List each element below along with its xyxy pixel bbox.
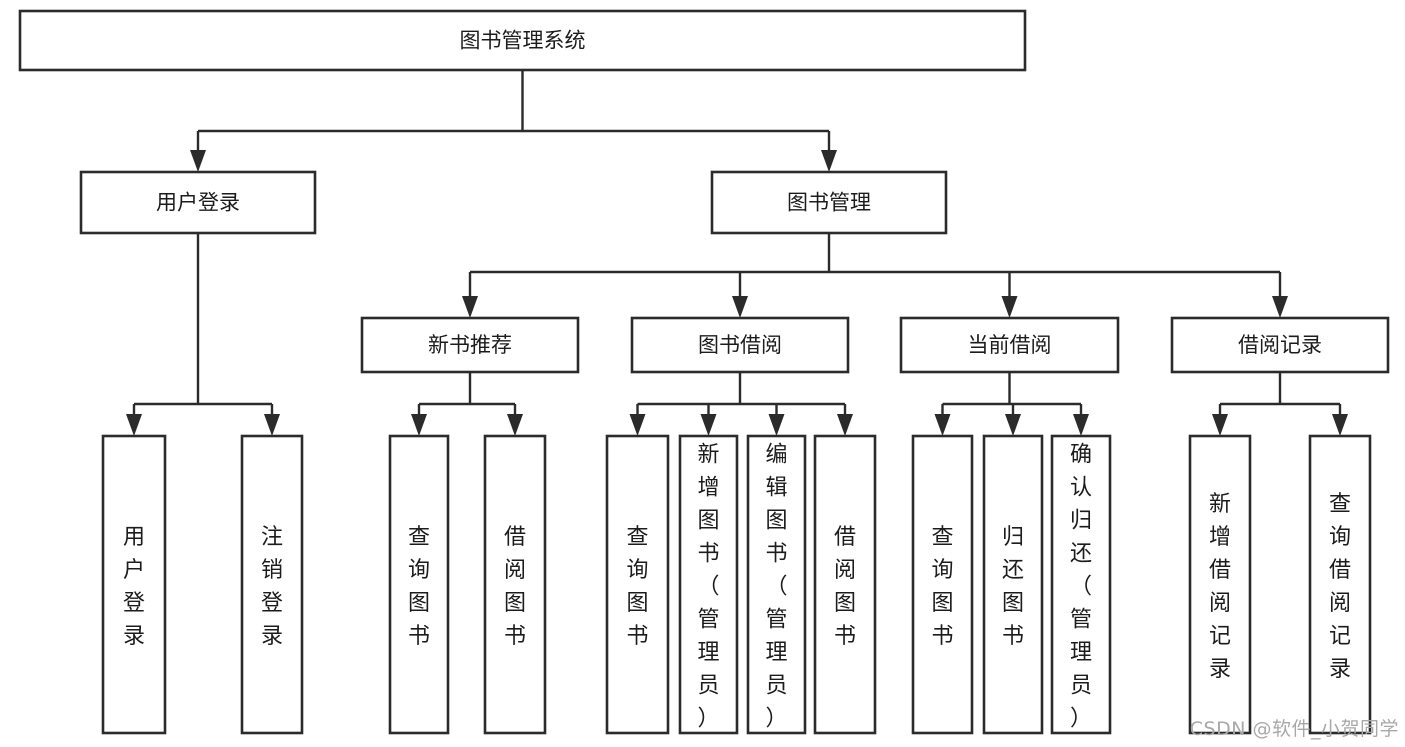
root-node-label: 图书管理系统 [460, 29, 586, 53]
leaf-node-3-1-box [1308, 434, 1372, 735]
leaf-node-2-0-label: 查询图书 [931, 525, 953, 649]
arrow-head-icon [507, 414, 523, 436]
arrow-head-icon [1332, 414, 1348, 436]
leaf-node-0-0-box [101, 434, 167, 735]
level2-node-0[interactable]: 用户登录 [79, 170, 317, 235]
leaf-node-3-0-box [1188, 434, 1252, 735]
arrow-head-icon [1272, 296, 1288, 318]
leaf-node-2-2-label: 确认归还（管理员） [1070, 443, 1092, 732]
arrow-head-icon [934, 414, 951, 436]
root-node-box [18, 9, 1027, 72]
leaf-node-2-1-box [982, 434, 1044, 735]
leaf-node-2-1[interactable]: 归还图书 [982, 434, 1044, 735]
leaf-node-0-0-box [388, 434, 450, 735]
arrow-head-icon [411, 414, 427, 436]
leaf-node-0-0[interactable]: 用户登录 [101, 434, 167, 735]
level3-node-2-label: 当前借阅 [968, 333, 1052, 357]
arrow-head-icon [126, 414, 142, 436]
level3-node-1[interactable]: 图书借阅 [630, 316, 850, 374]
leaf-node-0-0-label: 查询图书 [408, 525, 430, 649]
leaf-node-2-2[interactable]: 确认归还（管理员） [1050, 434, 1112, 735]
leaf-node-2-0[interactable]: 查询图书 [911, 434, 974, 735]
level3-node-0[interactable]: 新书推荐 [360, 316, 580, 374]
leaf-node-0-1-box [240, 434, 304, 735]
leaf-node-1-0-label: 查询图书 [626, 525, 648, 649]
leaf-node-3-1-label: 查询借阅记录 [1329, 492, 1351, 682]
leaf-node-0-1-label: 注销登录 [261, 525, 283, 649]
leaf-node-3-0[interactable]: 新增借阅记录 [1188, 434, 1252, 735]
leaf-node-1-2-box [746, 434, 807, 735]
leaf-node-1-2-label: 编辑图书（管理员） [765, 443, 787, 732]
level2-node-1-box [710, 170, 948, 235]
level3-node-3-label: 借阅记录 [1238, 333, 1322, 357]
level3-node-0-label: 新书推荐 [428, 333, 512, 357]
leaf-node-1-3-box [813, 434, 877, 735]
level3-node-2[interactable]: 当前借阅 [899, 316, 1120, 374]
arrow-head-icon [732, 296, 748, 318]
leaf-node-1-0-box [605, 434, 670, 735]
csdn-watermark: CSDN @软件_小贺同学 [1189, 718, 1399, 740]
leaf-node-0-1[interactable]: 借阅图书 [483, 434, 547, 735]
leaf-node-2-2-box [1050, 434, 1112, 735]
arrow-head-icon [1005, 414, 1021, 436]
leaf-node-2-0-box [911, 434, 974, 735]
leaf-node-1-0[interactable]: 查询图书 [605, 434, 670, 735]
leaf-node-1-1-box [678, 434, 739, 735]
leaf-node-0-1-box [483, 434, 547, 735]
level3-node-1-label: 图书借阅 [698, 333, 782, 357]
leaf-node-0-0[interactable]: 查询图书 [388, 434, 450, 735]
leaf-node-0-1-label: 借阅图书 [504, 525, 526, 649]
arrow-head-icon [837, 414, 853, 436]
level3-node-3[interactable]: 借阅记录 [1170, 316, 1390, 374]
leaf-node-1-3-label: 借阅图书 [834, 525, 856, 649]
level3-node-3-box [1170, 316, 1390, 374]
leaf-node-3-0-label: 新增借阅记录 [1209, 492, 1231, 682]
level2-node-1-label: 图书管理 [787, 191, 871, 215]
leaf-node-0-1[interactable]: 注销登录 [240, 434, 304, 735]
root-node[interactable]: 图书管理系统 [18, 9, 1027, 72]
leaf-node-0-0-label: 用户登录 [123, 525, 145, 649]
leaf-node-3-1[interactable]: 查询借阅记录 [1308, 434, 1372, 735]
level2-node-0-label: 用户登录 [156, 191, 240, 215]
arrow-head-icon [821, 150, 837, 172]
leaf-node-1-1[interactable]: 新增图书（管理员） [678, 434, 739, 735]
level3-node-2-box [899, 316, 1120, 374]
arrow-head-icon [190, 150, 206, 172]
arrow-head-icon [768, 414, 785, 436]
level2-node-1[interactable]: 图书管理 [710, 170, 948, 235]
arrow-head-icon [629, 414, 646, 436]
level3-node-1-box [630, 316, 850, 374]
arrow-head-icon [700, 414, 717, 436]
arrow-head-icon [1073, 414, 1089, 436]
arrow-head-icon [462, 296, 478, 318]
arrow-head-icon [264, 414, 280, 436]
leaf-node-1-3[interactable]: 借阅图书 [813, 434, 877, 735]
arrow-head-icon [1212, 414, 1228, 436]
leaf-node-2-1-label: 归还图书 [1002, 525, 1024, 649]
leaf-node-1-1-label: 新增图书（管理员） [697, 443, 719, 732]
leaf-node-1-2[interactable]: 编辑图书（管理员） [746, 434, 807, 735]
arrow-head-icon [1001, 296, 1018, 318]
